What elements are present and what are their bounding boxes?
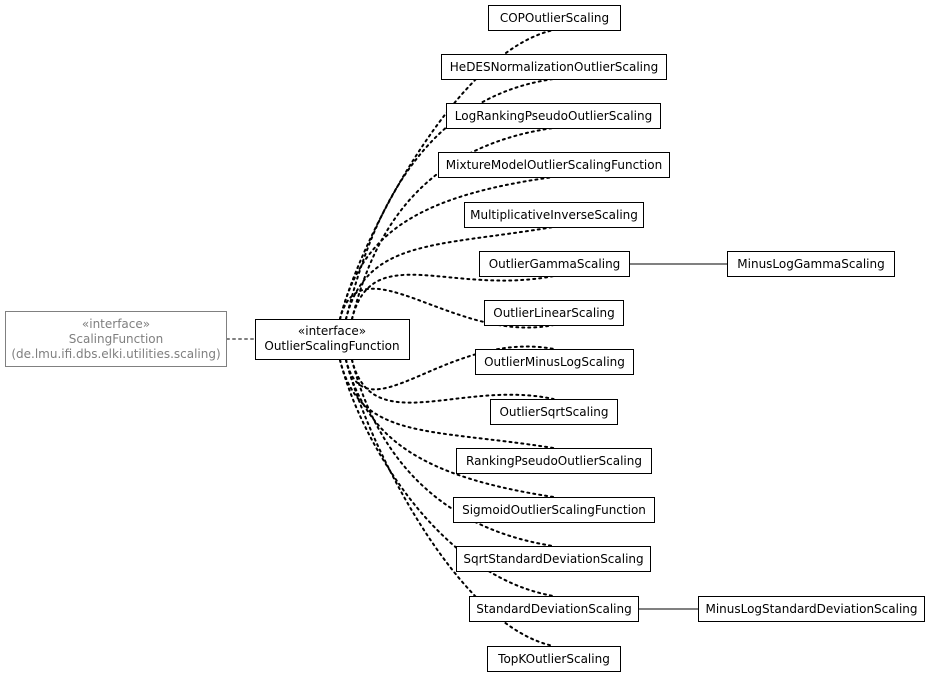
- class-box: [490, 399, 618, 425]
- class-name: OutlierSqrtScaling: [499, 405, 608, 419]
- realization-connector-log-ranking-pseudo-outlier-scaling: [351, 127, 554, 320]
- class-name: OutlierLinearScaling: [493, 306, 615, 320]
- class-name: StandardDeviationScaling: [476, 602, 631, 616]
- class-name: MultiplicativeInverseScaling: [470, 208, 638, 222]
- class-cop-outlier-scaling[interactable]: COPOutlierScaling: [488, 5, 621, 31]
- class-box: [487, 646, 621, 672]
- class-log-ranking-pseudo-outlier-scaling[interactable]: LogRankingPseudoOutlierScaling: [446, 103, 661, 129]
- class-box: [727, 251, 895, 277]
- realization-connector-sigmoid-outlier-scaling-function: [345, 359, 555, 498]
- realization-connector-outlier-gamma-scaling: [351, 273, 555, 320]
- stereotype-label: «interface»: [82, 317, 150, 331]
- class-ranking-pseudo-outlier-scaling[interactable]: RankingPseudoOutlierScaling: [456, 448, 652, 474]
- class-box: [469, 596, 639, 622]
- realization-connector-outlier-minus-log-scaling: [345, 345, 555, 391]
- class-name: TopKOutlierScaling: [497, 652, 610, 666]
- implementation-classes: COPOutlierScalingHeDESNormalizationOutli…: [438, 5, 925, 672]
- class-box: [464, 202, 644, 228]
- class-name: MinusLogGammaScaling: [737, 257, 884, 271]
- class-he-des-normalization-outlier-scaling[interactable]: HeDESNormalizationOutlierScaling: [441, 54, 667, 80]
- class-outlier-gamma-scaling[interactable]: OutlierGammaScaling: [479, 251, 630, 277]
- class-name: RankingPseudoOutlierScaling: [466, 454, 642, 468]
- class-box: [698, 596, 925, 622]
- class-box: [438, 152, 670, 178]
- realization-connectors: [339, 29, 728, 647]
- class-box: [479, 251, 630, 277]
- class-box: [488, 5, 621, 31]
- scaling-function-interface[interactable]: «interface» ScalingFunction (de.lmu.ifi.…: [5, 311, 227, 367]
- class-box: [475, 349, 634, 375]
- class-box: [453, 497, 655, 523]
- class-sqrt-standard-deviation-scaling[interactable]: SqrtStandardDeviationScaling: [456, 546, 651, 572]
- class-multiplicative-inverse-scaling[interactable]: MultiplicativeInverseScaling: [464, 202, 644, 228]
- class-name: SigmoidOutlierScalingFunction: [462, 503, 646, 517]
- class-box: [456, 546, 651, 572]
- class-sigmoid-outlier-scaling-function[interactable]: SigmoidOutlierScalingFunction: [453, 497, 655, 523]
- class-box: [484, 300, 624, 326]
- interface-name: OutlierScalingFunction: [264, 339, 399, 353]
- class-box: [441, 54, 667, 80]
- class-name: OutlierMinusLogScaling: [484, 355, 625, 369]
- class-name: OutlierGammaScaling: [489, 257, 621, 271]
- class-mixture-model-outlier-scaling-function[interactable]: MixtureModelOutlierScalingFunction: [438, 152, 670, 178]
- class-box: [446, 103, 661, 129]
- class-outlier-minus-log-scaling[interactable]: OutlierMinusLogScaling: [475, 349, 634, 375]
- class-standard-deviation-scaling[interactable]: StandardDeviationScaling: [469, 596, 639, 622]
- class-name: SqrtStandardDeviationScaling: [463, 552, 643, 566]
- realization-connector-he-des-normalization-outlier-scaling: [345, 78, 555, 320]
- realization-connector-sqrt-standard-deviation-scaling: [351, 359, 554, 547]
- class-name: HeDESNormalizationOutlierScaling: [450, 60, 658, 74]
- class-outlier-linear-scaling[interactable]: OutlierLinearScaling: [484, 300, 624, 326]
- class-minus-log-standard-deviation-scaling[interactable]: MinusLogStandardDeviationScaling: [698, 596, 925, 622]
- realization-connector-cop-outlier-scaling: [339, 29, 555, 320]
- realization-connector-standard-deviation-scaling: [339, 359, 555, 597]
- realization-connector-outlier-linear-scaling: [339, 287, 555, 329]
- stereotype-label: «interface»: [298, 324, 366, 338]
- realization-connector-outlier-sqrt-scaling: [351, 359, 555, 404]
- interface-name: ScalingFunction: [69, 332, 164, 346]
- class-name: MinusLogStandardDeviationScaling: [705, 602, 917, 616]
- class-box: [456, 448, 652, 474]
- class-name: MixtureModelOutlierScalingFunction: [446, 158, 662, 172]
- class-name: LogRankingPseudoOutlierScaling: [455, 109, 652, 123]
- class-name: COPOutlierScaling: [500, 11, 609, 25]
- class-minus-log-gamma-scaling[interactable]: MinusLogGammaScaling: [727, 251, 895, 277]
- class-outlier-sqrt-scaling[interactable]: OutlierSqrtScaling: [490, 399, 618, 425]
- realization-connector-top-k-outlier-scaling: [345, 359, 555, 647]
- outlier-scaling-function-interface[interactable]: «interface» OutlierScalingFunction: [255, 319, 410, 360]
- realization-connector-multiplicative-inverse-scaling: [345, 226, 555, 320]
- package-name: (de.lmu.ifi.dbs.elki.utilities.scaling): [11, 347, 220, 361]
- class-top-k-outlier-scaling[interactable]: TopKOutlierScaling: [487, 646, 621, 672]
- realization-connector-mixture-model-outlier-scaling-function: [339, 176, 555, 320]
